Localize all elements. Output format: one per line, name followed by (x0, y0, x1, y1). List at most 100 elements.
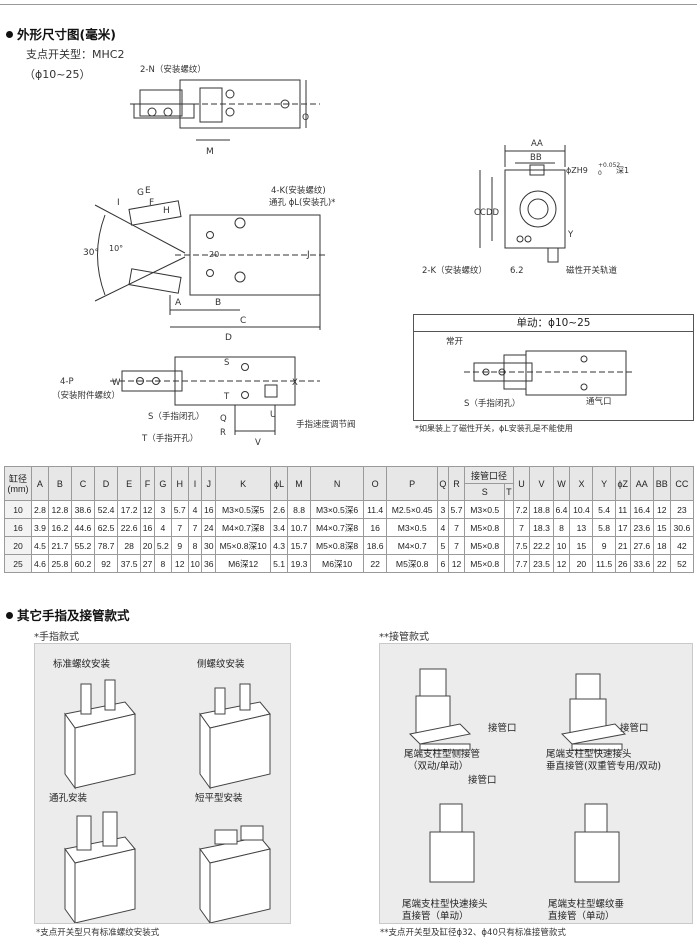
table-cell: 15.7 (286, 536, 312, 555)
table-cell: 7 (447, 518, 466, 537)
table-cell: 78.7 (94, 536, 119, 555)
header-j: J (201, 466, 217, 501)
table-cell: 7.5 (512, 536, 531, 555)
table-cell: 3.9 (31, 518, 49, 537)
finger-item-standard: 标准螺纹安装 (53, 659, 111, 670)
table-cell: M5×0.8 (464, 518, 506, 537)
top-rule (0, 4, 697, 5)
header-d: D (94, 466, 119, 501)
table-cell: 52.4 (94, 500, 119, 519)
single-acting-title: 单动：ϕ10~25 (413, 314, 694, 332)
table-cell: M3×0.5深5 (215, 500, 272, 519)
table-cell: 11 (614, 500, 631, 519)
table-cell: 10.7 (286, 518, 312, 537)
table-cell: M5×0.8深8 (310, 536, 365, 555)
table-cell: 10 (187, 554, 203, 573)
dim-label-dd: DD (486, 208, 500, 218)
table-cell: 6.4 (552, 500, 571, 519)
dim-label-u: U (270, 410, 276, 420)
dim-label-a: A (175, 298, 182, 308)
dim-label-h: H (163, 206, 170, 216)
port-item-4-line1: 尾端支柱型螺纹垂 (548, 899, 625, 910)
dim-label-d: D (225, 333, 232, 343)
header-bb: BB (652, 466, 671, 501)
dim-label-r: R (220, 428, 226, 438)
table-cell: 18.8 (529, 500, 554, 519)
label-s-close: S（手指闭孔） (148, 412, 205, 422)
table-cell: 17 (614, 518, 631, 537)
dim-label-e: E (145, 186, 151, 196)
table-cell: M6深12 (215, 554, 272, 573)
header-l: ϕL (270, 466, 288, 501)
header-w: W (552, 466, 571, 501)
finger-item-short: 短平型安装 (195, 793, 243, 804)
table-cell: 11.5 (592, 554, 616, 573)
table-cell: M2.5×0.45 (386, 500, 439, 519)
header-port: 接管口径 (464, 466, 514, 484)
table-cell: 23.6 (629, 518, 654, 537)
label-zh9-tol-top: +0.052 (598, 162, 620, 169)
finger-style-panel: 标准螺纹安装 侧螺纹安装 通孔安装 短平型安装 (34, 643, 291, 924)
table-cell: 30 (201, 536, 217, 555)
table-cell: 21.7 (47, 536, 72, 555)
dim-label-y: Y (567, 230, 574, 240)
angle-30: 30° (83, 248, 99, 258)
table-cell: 22 (652, 554, 671, 573)
table-cell: 5.7 (447, 500, 466, 519)
port-illustrations (408, 668, 627, 883)
angle-10: 10° (109, 244, 123, 253)
section-title-dimensions: 外形尺寸图(毫米) (6, 24, 116, 43)
table-cell: 13 (569, 518, 594, 537)
table-cell: 10 (4, 500, 32, 519)
table-cell: 7 (512, 518, 531, 537)
header-v: V (529, 466, 554, 501)
table-cell: M6深10 (310, 554, 365, 573)
table-cell: 8 (153, 554, 172, 573)
label-sensor-rail: 磁性开关轨道 (566, 265, 618, 276)
header-aa: AA (629, 466, 654, 501)
label-l-hole: 通孔 ϕL(安装孔)* (269, 197, 335, 208)
dim-label-aa: AA (531, 139, 543, 149)
magnet-switch-note: *如果装上了磁性开关，ϕL安装孔是不能使用 (415, 424, 573, 433)
dim-label-g: G (137, 188, 144, 198)
port-label-3: 接管口 (468, 775, 497, 786)
label-zh9-tol-bottom: 0 (598, 170, 602, 177)
table-cell: 16 (201, 500, 217, 519)
table-cell: 5.8 (592, 518, 616, 537)
dim-label-f: F (149, 198, 154, 208)
port-item-1-line2: （双动/单动） (408, 761, 469, 772)
dim-label-o: O (302, 113, 309, 123)
finger-illustrations (64, 679, 271, 923)
bore-range: （ϕ10~25） (24, 68, 91, 81)
single-vent: 通气口 (586, 397, 612, 407)
label-t-open: T（手指开孔） (142, 434, 199, 444)
single-acting-box: 单动：ϕ10~25 常开 S（手指闭孔） 通气口 (413, 314, 694, 421)
label-4p-note: （安装附件螺纹） (52, 391, 121, 401)
table-cell: 22 (363, 554, 388, 573)
table-cell: M4×0.7深8 (215, 518, 272, 537)
table-cell: 62.5 (94, 518, 119, 537)
table-cell: 16.2 (47, 518, 72, 537)
table-cell: 38.6 (70, 500, 96, 519)
table-cell: 12.8 (47, 500, 72, 519)
table-cell: 25.8 (47, 554, 72, 573)
dim-label-i: I (117, 198, 120, 208)
header-g: G (153, 466, 172, 501)
front-view-drawing: E F G H I 30° 10° 20 J A B C D 4-K(安装螺纹)… (83, 185, 335, 343)
table-cell: 19.3 (286, 554, 312, 573)
label-4p: 4-P (60, 377, 74, 387)
dim-6-2: 6.2 (510, 266, 524, 276)
dim-label-c: C (240, 316, 246, 326)
table-cell: 44.6 (70, 518, 96, 537)
table-cell: 20 (4, 536, 32, 555)
table-cell: 92 (94, 554, 119, 573)
finger-item-through: 通孔安装 (49, 793, 88, 804)
header-cc: CC (669, 466, 695, 501)
table-cell: 12 (552, 554, 571, 573)
table-cell: 25 (4, 554, 32, 573)
table-cell: M4×0.7 (386, 536, 439, 555)
section-title-other-styles: 其它手指及接管款式 (6, 605, 130, 624)
table-cell: M5×0.8深10 (215, 536, 272, 555)
table-cell (504, 536, 514, 555)
